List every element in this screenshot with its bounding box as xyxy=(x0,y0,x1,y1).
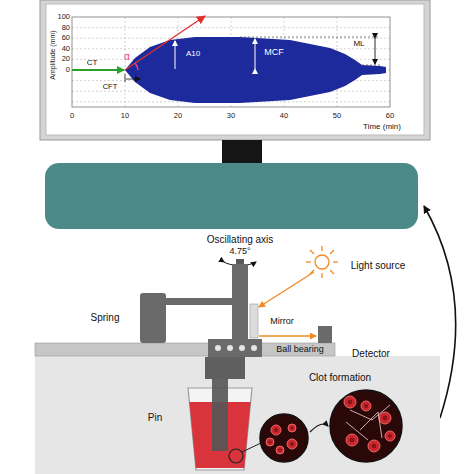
ml-guide xyxy=(362,65,380,66)
tick-label: 0 xyxy=(70,112,74,120)
magnifier xyxy=(229,449,243,463)
tick-label: 100 xyxy=(57,13,70,21)
reflected-ray xyxy=(259,335,316,336)
monitor-base xyxy=(45,163,418,229)
alpha-tangent xyxy=(125,16,205,70)
ct-arrow xyxy=(72,69,124,71)
red-cell xyxy=(271,425,281,435)
red-cell-center xyxy=(388,434,392,438)
mirror xyxy=(250,304,258,338)
red-cell xyxy=(361,401,371,411)
grid-line xyxy=(125,17,126,107)
chart-grid xyxy=(72,17,390,107)
part-label: Clot formation xyxy=(309,373,371,383)
tick-label: 0 xyxy=(66,66,70,74)
alpha-arc xyxy=(135,63,138,70)
tick-label: 50 xyxy=(333,112,341,120)
tick-label: 60 xyxy=(386,112,394,120)
tick-label: 40 xyxy=(62,45,70,53)
spring-arm xyxy=(164,298,232,305)
red-cell xyxy=(344,396,356,408)
a10-arrow xyxy=(175,41,176,69)
red-cell xyxy=(276,446,284,454)
parameter-label: CFT xyxy=(103,83,118,91)
zoom-line xyxy=(242,443,261,452)
red-cell-center xyxy=(274,428,278,432)
spring xyxy=(140,293,166,343)
pin-holder xyxy=(205,357,245,379)
parameter-label: A10 xyxy=(186,50,200,58)
part-label: 4.75° xyxy=(229,247,250,256)
red-cell-center xyxy=(278,448,281,451)
red-cells xyxy=(266,396,395,454)
monitor-frame xyxy=(40,0,430,140)
red-cell xyxy=(287,439,297,449)
tick-label: 60 xyxy=(62,34,70,42)
tick-label: 40 xyxy=(280,112,288,120)
light-ray xyxy=(259,272,314,307)
part-label: Pin xyxy=(148,413,162,423)
monitor-neck xyxy=(222,140,262,164)
red-cell xyxy=(368,440,380,452)
ml-arrow xyxy=(375,38,376,64)
detector xyxy=(318,326,332,343)
ball-bearing xyxy=(208,339,262,357)
ml-guide xyxy=(240,37,380,38)
parameter-label: α xyxy=(124,52,130,62)
parameter-label: ML xyxy=(353,40,364,48)
part-label: Detector xyxy=(352,349,390,359)
plot-frame xyxy=(72,17,390,107)
grid-line xyxy=(72,27,390,28)
housing xyxy=(35,356,440,474)
platform xyxy=(35,343,335,356)
tick-label: 10 xyxy=(121,112,129,120)
red-cell xyxy=(266,438,274,446)
part-label: Mirror xyxy=(270,317,294,326)
part-label: Oscillating axis xyxy=(207,235,274,245)
bearing-balls xyxy=(215,345,257,351)
red-cell xyxy=(385,431,395,441)
red-cell-center xyxy=(290,442,294,446)
oscillating-axis xyxy=(232,264,248,342)
clot-zoom xyxy=(330,390,402,462)
part-label: Ball bearing xyxy=(276,345,324,354)
red-cell xyxy=(379,412,391,424)
cft-tick xyxy=(125,74,126,82)
mcf-arrow xyxy=(255,39,256,69)
part-label: Light source xyxy=(351,261,405,271)
monitor-screen xyxy=(46,4,424,135)
parameter-label: MCF xyxy=(264,48,284,57)
red-cell xyxy=(346,434,358,446)
red-cell-center xyxy=(383,416,388,421)
axis-title: Time (min) xyxy=(363,123,401,131)
fibrin xyxy=(346,405,390,440)
pin xyxy=(212,379,228,451)
tick-label: 80 xyxy=(62,24,70,32)
clot-trace xyxy=(125,37,386,103)
red-cell-center xyxy=(290,426,293,429)
part-label: Spring xyxy=(91,313,120,323)
tick-label: 20 xyxy=(174,112,182,120)
red-cell xyxy=(288,424,296,432)
tick-label: 30 xyxy=(227,112,235,120)
blood-zoom xyxy=(260,414,308,462)
red-cell-center xyxy=(364,404,368,408)
parameter-label: CT xyxy=(87,59,98,67)
cft-arrow xyxy=(126,79,140,80)
zoom-arrow xyxy=(310,424,328,432)
red-cell-center xyxy=(268,440,271,443)
light-source xyxy=(306,246,338,278)
axis-title: Amplitude (mm) xyxy=(49,30,56,79)
red-cell-center xyxy=(372,444,377,449)
red-cell-center xyxy=(348,400,353,405)
tick-label: 20 xyxy=(62,56,70,64)
red-cell-center xyxy=(350,438,355,443)
